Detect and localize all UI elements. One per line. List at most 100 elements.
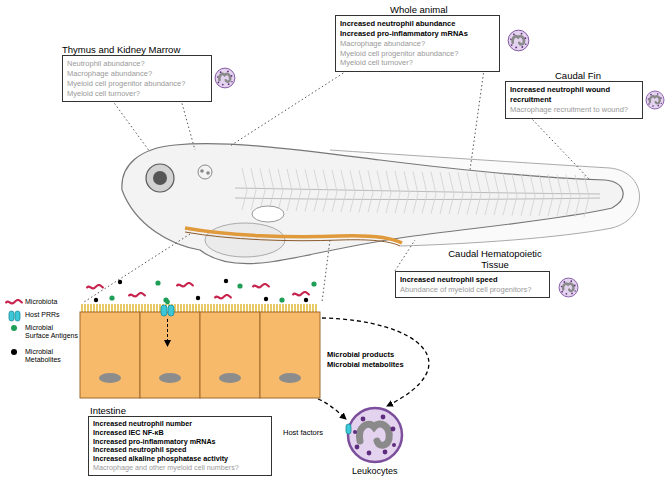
metabolite: [224, 279, 228, 283]
callout-body: Increased neutrophil wound recruitmentMa…: [505, 81, 643, 118]
microvillus: [312, 304, 314, 312]
callout-box: Thymus and Kidney MarrowNeutrophil abund…: [62, 44, 212, 102]
microvillus: [138, 304, 140, 312]
eye: [146, 164, 174, 192]
epithelial-cell: [140, 312, 200, 398]
microbe: [253, 284, 269, 288]
leader-line: [322, 240, 330, 302]
somite: [440, 172, 445, 214]
dashed-arrow: [322, 318, 429, 406]
microvillus: [243, 304, 245, 312]
leader-line: [182, 103, 195, 150]
microvilli: [82, 304, 316, 312]
somite: [575, 175, 580, 217]
leader-line: [533, 120, 590, 180]
finding-text: Abundance of myeloid cell progenitors?: [400, 285, 545, 295]
swim-bladder: [252, 206, 284, 222]
otolith: [200, 169, 204, 173]
somite: [260, 168, 265, 210]
somite: [512, 173, 517, 215]
microvillus: [222, 304, 224, 312]
figure-label: Leukocytes: [351, 466, 399, 477]
legend-swatch: [11, 349, 17, 355]
somite: [584, 175, 589, 217]
finding-text: Increased pro-inflammatory mRNAs: [93, 438, 267, 447]
microvillus: [183, 304, 185, 312]
pupil: [153, 171, 167, 185]
metabolite: [118, 280, 122, 284]
metabolite: [264, 297, 268, 301]
microvillus: [147, 304, 149, 312]
figure-label: Host factors: [282, 428, 324, 437]
microvillus: [207, 304, 209, 312]
microvillus: [297, 304, 299, 312]
dashed-arrow: [318, 399, 346, 419]
finding-text: Myeloid cell progenitor abundance?: [67, 79, 207, 89]
larva-body: [122, 144, 623, 264]
finding-text: Increased neutrophil speed: [400, 275, 545, 285]
microvillus: [306, 304, 308, 312]
finding-text: Increased pro-inflammatory mRNAs: [340, 29, 495, 39]
microvillus: [105, 304, 107, 312]
microvillus: [192, 304, 194, 312]
microvillus: [315, 304, 317, 312]
microvillus: [180, 304, 182, 312]
somite: [431, 172, 436, 214]
leukocyte-icon: [646, 91, 664, 109]
microvillus: [195, 304, 197, 312]
microbe: [177, 283, 193, 287]
somite: [287, 169, 292, 211]
legend-text: Microbiota: [25, 298, 79, 306]
microvillus: [201, 304, 203, 312]
somite: [251, 168, 256, 210]
surface-antigen: [311, 281, 316, 286]
microvillus: [246, 304, 248, 312]
microvillus: [225, 304, 227, 312]
callout-heading: Thymus and Kidney Marrow: [62, 44, 212, 55]
microvillus: [279, 304, 281, 312]
microvillus: [186, 304, 188, 312]
somite: [458, 172, 463, 214]
epithelial-cell: [260, 312, 320, 398]
microvillus: [174, 304, 176, 312]
somite: [332, 170, 337, 212]
microvillus: [126, 304, 128, 312]
legend-text: Microbial Metabolites: [25, 348, 79, 364]
microvillus: [300, 304, 302, 312]
leader-line: [115, 103, 151, 152]
nucleus: [159, 373, 181, 383]
microvillus: [258, 304, 260, 312]
microvillus: [99, 304, 101, 312]
nucleus: [99, 373, 121, 383]
somite: [368, 171, 373, 213]
microvillus: [87, 304, 89, 312]
somite: [494, 173, 499, 215]
somite: [350, 170, 355, 212]
legend-prr-sample: [15, 311, 20, 321]
microvillus: [150, 304, 152, 312]
callout-heading: Caudal Hematopoietic Tissue: [440, 248, 550, 271]
callout-body: Increased neutrophil speedAbundance of m…: [395, 271, 550, 299]
microvillus: [216, 304, 218, 312]
microbe: [129, 293, 145, 297]
surface-antigen: [155, 280, 160, 285]
leukocyte-icon: [559, 278, 578, 297]
microvillus: [273, 304, 275, 312]
legend-text: Microbial Surface Antigens: [25, 324, 79, 340]
callout-body: Neutrophil abundance?Macrophage abundanc…: [62, 55, 212, 102]
microvillus: [210, 304, 212, 312]
somite: [404, 171, 409, 213]
microvillus: [159, 304, 161, 312]
finding-text: Increased neutrophil wound recruitment: [510, 85, 638, 105]
figure-label: Microbial metabolites: [326, 360, 405, 369]
callout-heading: Whole animal: [390, 4, 500, 15]
somite: [539, 174, 544, 216]
microvillus: [255, 304, 257, 312]
finding-text: Macrophage recruitment to wound?: [510, 105, 638, 115]
nucleus: [219, 373, 241, 383]
microvillus: [84, 304, 86, 312]
legend-prr-sample: [9, 311, 14, 321]
somite: [548, 174, 553, 216]
signal-arrow: [167, 319, 168, 346]
finding-text: Macrophage and other myeloid cell number…: [93, 464, 267, 473]
